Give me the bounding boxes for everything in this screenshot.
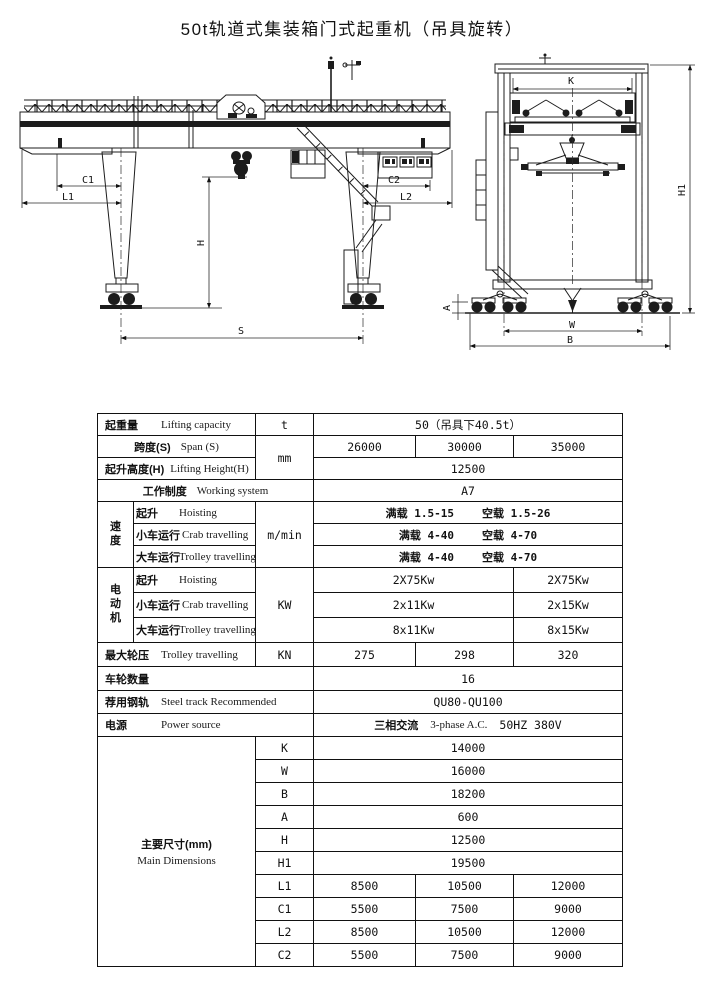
dim-label-c1: C1	[82, 175, 94, 186]
row-dim-c2: C2 5500 7500 9000	[98, 943, 624, 967]
row-lifting-capacity: 起重量 Lifting capacity t 50（吊具下40.5t）	[96, 413, 624, 436]
center-guide-funnel	[563, 287, 582, 313]
row-dim-k: 主要尺寸(mm) Main Dimensions K 14000	[96, 736, 624, 967]
row-speed-hoisting: 速 度 起升 Hoisting m/min 满载 1.5-15 空载 1.5-2…	[97, 501, 624, 568]
row-speed-trolley: 大车运行 Trolley travelling 满载 4-40 空载 4-70	[98, 545, 624, 568]
dim-label-h1: H1	[677, 184, 688, 196]
dim-label-s: S	[238, 326, 244, 337]
row-working-system: 工作制度 Working system A7	[96, 479, 624, 502]
spec-table: 起重量 Lifting capacity t 50（吊具下40.5t） 跨度(S…	[96, 413, 624, 967]
dim-label-l2: L2	[400, 192, 412, 203]
dim-label-b: B	[567, 335, 573, 346]
dim-label-h: H	[196, 240, 207, 246]
row-power-source: 电源 Power source 三相交流 3-phase A.C. 50HZ 3…	[96, 713, 624, 737]
end-elevation-view: K H1 W B	[465, 53, 695, 350]
dim-label-l1: L1	[62, 192, 74, 203]
dim-label-k: K	[568, 76, 574, 87]
row-motor-trolley: 大车运行 Trolley travelling 8x11Kw 8x15Kw	[98, 617, 624, 643]
machinery-house	[216, 94, 266, 120]
electrical-cabinets	[377, 151, 433, 179]
label-en: Lifting capacity	[161, 418, 231, 431]
spreader-assembly	[521, 135, 625, 176]
end-view-dimensions: K H1 W B	[469, 64, 695, 350]
end-view-ladder	[475, 111, 529, 299]
row-dim-l2: L2 8500 10500 12000	[98, 920, 624, 944]
group-label-motor: 电 动 机	[97, 567, 134, 643]
dim-label-c2: C2	[388, 175, 400, 186]
dim-label-w: W	[569, 320, 576, 331]
anemometer-icon	[342, 60, 361, 80]
crane-technical-drawing: C1 L1 C2 L2 H S A	[19, 53, 695, 350]
row-wheel-count: 车轮数量 16	[96, 666, 624, 691]
row-motor-crab: 小车运行 Crab travelling 2x11Kw 2x15Kw	[98, 592, 624, 618]
row-lifting-height: 起升高度(H) Lifting Height(H) 12500	[96, 457, 624, 480]
row-span: 跨度(S) Span (S) mm 26000 30000 35000	[96, 435, 624, 480]
row-max-wheel-load: 最大轮压 Trolley travelling KN 275 298 320	[96, 642, 624, 667]
front-elevation-view: C1 L1 C2 L2 H S A	[19, 56, 468, 344]
unit-cell: m/min	[255, 501, 315, 568]
hook-block	[231, 151, 252, 179]
girder-walkway-band	[20, 121, 450, 127]
unit-cell: KN	[255, 642, 315, 667]
row-motor-hoisting: 电 动 机 起升 Hoisting KW 2X75Kw 2X75Kw	[97, 567, 624, 643]
unit-cell: KW	[255, 567, 315, 643]
operator-cabin	[290, 149, 326, 179]
staircase	[296, 123, 391, 305]
row-dim-a: A 600	[98, 805, 624, 829]
row-speed-crab: 小车运行 Crab travelling 满载 4-40 空载 4-70	[98, 523, 624, 546]
front-view-dimensions: C1 L1 C2 L2 H S A	[21, 150, 468, 341]
group-label-speed: 速 度	[97, 501, 134, 568]
row-steel-track: 荐用钢轨 Steel track Recommended QU80-QU100	[96, 690, 624, 714]
unit-cell: mm	[255, 435, 315, 480]
row-dim-c1: C1 5500 7500 9000	[98, 897, 624, 921]
page-title: 50t轨道式集装箱门式起重机（吊具旋转）	[180, 20, 524, 39]
row-dim-w: W 16000	[98, 759, 624, 783]
label-zh: 起重量	[105, 419, 138, 432]
value-cell: 50（吊具下40.5t）	[313, 413, 624, 436]
main-dimensions-label: 主要尺寸(mm) Main Dimensions	[96, 736, 257, 967]
unit-cell: t	[255, 413, 315, 436]
mast	[328, 56, 334, 112]
dim-label-a: A	[442, 305, 453, 311]
